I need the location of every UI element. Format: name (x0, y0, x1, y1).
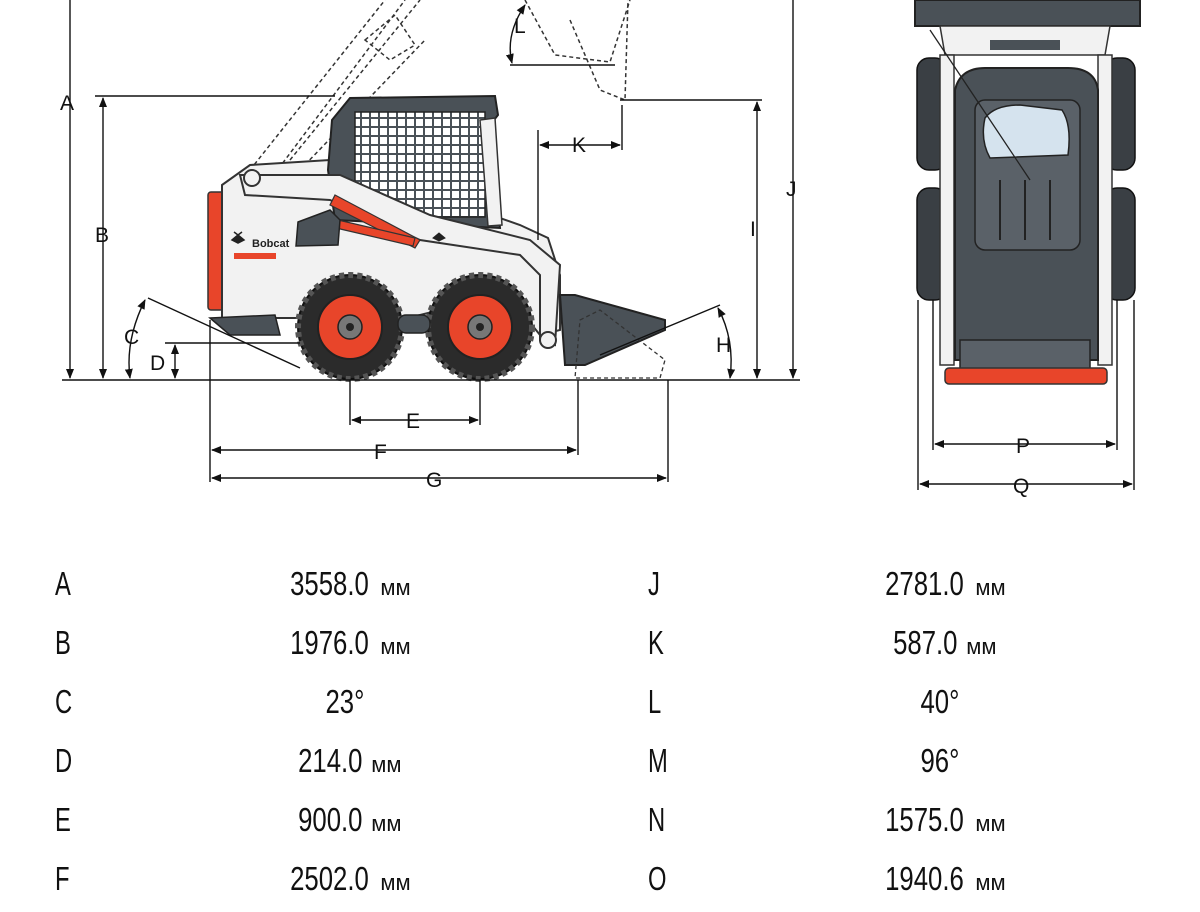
side-window (295, 209, 341, 247)
spec-unit: мм (969, 575, 1006, 600)
spec-letter: N (648, 801, 666, 838)
spec-value: 1976.0 мм (215, 614, 475, 676)
spec-unit: мм (374, 575, 411, 600)
spec-letter: M (648, 742, 668, 779)
spec-number: 3558.0 (290, 565, 370, 602)
spec-unit: мм (969, 811, 1006, 836)
spec-number: 1940.6 (885, 860, 965, 897)
spec-letter: J (648, 565, 660, 602)
dim-label-a: A (60, 92, 74, 115)
spec-number: 40° (920, 683, 960, 720)
spec-value: 96° (810, 732, 1070, 790)
top-view-loader (914, 0, 1141, 385)
axle-cover (397, 314, 431, 334)
spec-unit: мм (365, 752, 402, 777)
spec-letter: K (648, 624, 664, 661)
dim-label-k: K (572, 134, 586, 157)
dim-label-c: C (124, 326, 139, 349)
spec-row: A 3558.0 мм (0, 555, 1200, 613)
spec-number: 587.0 (892, 624, 958, 661)
spec-unit: мм (374, 870, 411, 895)
spec-row: N 1575.0 мм (0, 791, 1200, 849)
spec-value: 587.0 мм (810, 614, 1070, 676)
arm-logo-icon (432, 232, 446, 242)
dim-label-f: F (374, 441, 387, 464)
bucket-dumped-outline (574, 309, 666, 379)
spec-letter: B (55, 624, 71, 661)
dim-label-g: G (426, 469, 442, 492)
spec-number: 1976.0 (290, 624, 370, 661)
spec-row: O 1940.6 мм (0, 850, 1200, 908)
dim-label-i: I (750, 218, 756, 241)
spec-value: 1575.0 мм (810, 791, 1070, 853)
dimension-diagram: Bobcat (60, 0, 1141, 498)
spec-letter: A (55, 565, 71, 602)
spec-unit: мм (374, 634, 411, 659)
dim-label-e: E (406, 410, 420, 433)
spec-value: 2781.0 мм (810, 555, 1070, 617)
spec-row: J 2781.0 мм (0, 555, 1200, 613)
spec-letter: E (55, 801, 71, 838)
top-dimension-lines (917, 300, 1135, 490)
raised-arm-outline (249, 0, 631, 181)
side-view-loader: Bobcat (207, 0, 666, 382)
spec-value: 40° (810, 673, 1070, 731)
dim-label-b: B (95, 224, 109, 247)
spec-number: 96° (920, 742, 960, 779)
cab-door-frame (479, 117, 503, 227)
spec-value: 1940.6 мм (810, 850, 1070, 912)
spec-value: 2502.0 мм (215, 850, 475, 912)
top-skylight (982, 104, 1070, 159)
spec-letter: C (55, 683, 73, 720)
spec-row: L 40° (0, 673, 1200, 731)
spec-row: E 900.0 мм (0, 791, 1200, 849)
spec-letter: L (648, 683, 662, 720)
spec-row: F 2502.0 мм (0, 850, 1200, 908)
spec-number: 900.0 (297, 801, 363, 838)
dim-label-q: Q (1013, 475, 1029, 498)
spec-letter: O (648, 860, 667, 897)
dim-label-p: P (1016, 435, 1030, 458)
bucket (558, 294, 666, 366)
spec-value: 23° (215, 673, 475, 731)
spec-letter: F (55, 860, 70, 897)
top-bucket (914, 0, 1141, 27)
side-dimension-text: A B C D E F G H I J K L (60, 15, 797, 492)
spec-value: 900.0 мм (215, 791, 475, 853)
svg-text:Bobcat: Bobcat (252, 238, 290, 250)
side-dimension-lines (62, 0, 800, 482)
spec-row: K 587.0 мм (0, 614, 1200, 672)
spec-unit: мм (969, 870, 1006, 895)
spec-number: 23° (325, 683, 365, 720)
spec-number: 2502.0 (290, 860, 370, 897)
spec-unit: мм (365, 811, 402, 836)
spec-value: 3558.0 мм (215, 555, 475, 617)
dim-label-j: J (786, 178, 797, 201)
spec-row: D 214.0 мм (0, 732, 1200, 790)
spec-number: 1575.0 (885, 801, 965, 838)
top-dimension-text: P Q (1013, 435, 1030, 498)
dim-label-l: L (514, 15, 526, 38)
spec-value: 214.0 мм (215, 732, 475, 794)
spec-row: B 1976.0 мм (0, 614, 1200, 672)
spec-row: C 23° (0, 673, 1200, 731)
top-rear-bumper (944, 367, 1108, 385)
spec-unit: мм (960, 634, 997, 659)
spec-row: M 96° (0, 732, 1200, 790)
spec-number: 2781.0 (885, 565, 965, 602)
spec-letter: D (55, 742, 73, 779)
spec-number: 214.0 (297, 742, 363, 779)
bobcat-logo: Bobcat (230, 231, 290, 259)
dim-label-d: D (150, 352, 165, 375)
dim-label-h: H (716, 334, 731, 357)
rear-wheel (295, 272, 405, 382)
front-wheel (425, 272, 535, 382)
